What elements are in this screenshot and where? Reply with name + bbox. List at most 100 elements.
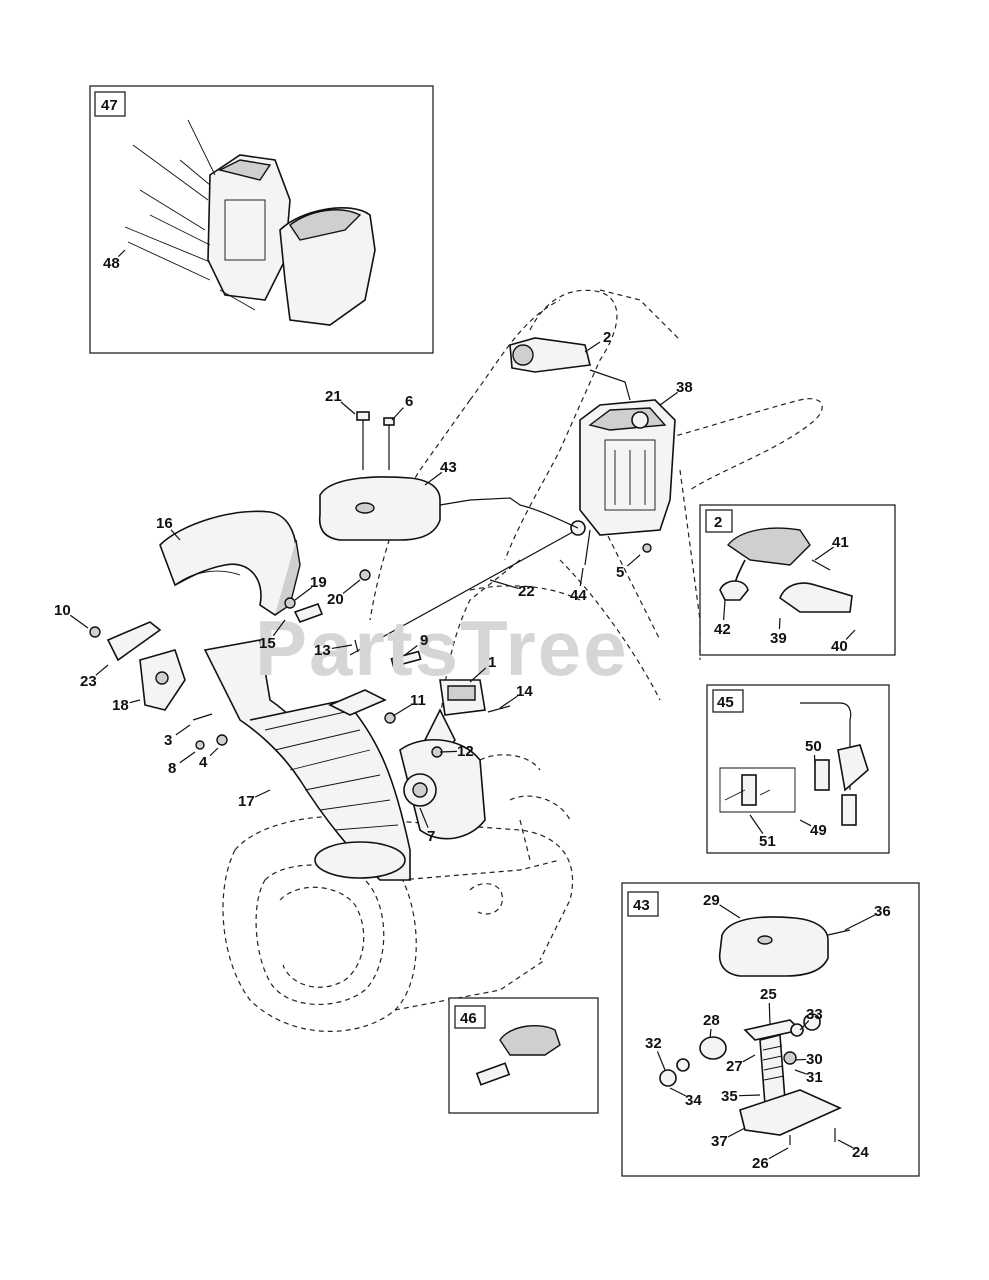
callout-15: 15 bbox=[259, 635, 276, 652]
leader-line-31 bbox=[794, 1069, 807, 1075]
leader-line-12 bbox=[439, 750, 458, 753]
leader-line-15 bbox=[272, 619, 286, 637]
leader-line-17 bbox=[254, 789, 271, 798]
leader-line-25 bbox=[768, 1002, 771, 1026]
gear-housing-7 bbox=[399, 739, 486, 840]
leader-line-49 bbox=[799, 819, 812, 827]
leader-line-3 bbox=[175, 724, 191, 736]
callout-49: 49 bbox=[810, 822, 827, 839]
callout-17: 17 bbox=[238, 793, 255, 810]
callout-12: 12 bbox=[457, 743, 474, 760]
leader-line-37 bbox=[727, 1127, 746, 1138]
leader-line-34 bbox=[669, 1087, 687, 1097]
callout-1: 1 bbox=[488, 654, 496, 671]
callout-51: 51 bbox=[759, 833, 776, 850]
leader-line-42 bbox=[723, 599, 726, 621]
callout-41: 41 bbox=[832, 534, 849, 551]
leader-line-18 bbox=[129, 699, 141, 704]
leader-line-22 bbox=[489, 579, 519, 590]
inset-45: 45 bbox=[706, 684, 890, 854]
leader-line-10 bbox=[69, 614, 89, 629]
leader-line-26 bbox=[768, 1147, 789, 1160]
callout-50: 50 bbox=[805, 738, 822, 755]
callout-18: 18 bbox=[112, 697, 129, 714]
callout-14: 14 bbox=[516, 683, 533, 700]
leader-line-1 bbox=[469, 667, 487, 683]
leader-line-9 bbox=[404, 645, 418, 656]
leader-line-48 bbox=[117, 249, 126, 258]
callout-40: 40 bbox=[831, 638, 848, 655]
leader-line-23 bbox=[95, 664, 109, 676]
leader-line-5 bbox=[626, 554, 641, 567]
callout-7: 7 bbox=[427, 828, 435, 845]
leader-line-32 bbox=[656, 1051, 666, 1071]
callout-2: 2 bbox=[603, 329, 611, 346]
callout-6: 6 bbox=[405, 393, 413, 410]
inset-45-label: 45 bbox=[717, 694, 734, 711]
leader-line-38 bbox=[659, 391, 679, 406]
callout-9: 9 bbox=[420, 632, 428, 649]
callout-30: 30 bbox=[806, 1051, 823, 1068]
leader-line-20 bbox=[342, 579, 361, 594]
leader-lines bbox=[69, 249, 876, 1160]
bolts-21-6 bbox=[356, 411, 395, 470]
leader-line-21 bbox=[340, 401, 356, 415]
chute-crank-rod-22 bbox=[349, 520, 586, 656]
callout-25: 25 bbox=[760, 986, 777, 1003]
leader-line-30 bbox=[794, 1058, 807, 1061]
chute-deflector-16 bbox=[159, 510, 301, 617]
callout-31: 31 bbox=[806, 1069, 823, 1086]
callout-42: 42 bbox=[714, 621, 731, 638]
inset-47-label: 47 bbox=[101, 97, 118, 114]
callout-28: 28 bbox=[703, 1012, 720, 1029]
leader-line-28 bbox=[709, 1028, 712, 1039]
callout-35: 35 bbox=[721, 1088, 738, 1105]
leader-line-33 bbox=[799, 1020, 810, 1031]
callout-11: 11 bbox=[410, 692, 426, 709]
leader-line-35 bbox=[738, 1094, 761, 1097]
leader-line-14 bbox=[499, 695, 518, 709]
leader-line-50 bbox=[813, 754, 816, 766]
leader-line-4 bbox=[209, 747, 219, 757]
chute-tilt-bracket-18 bbox=[139, 649, 186, 711]
control-panel-38 bbox=[579, 399, 676, 536]
leader-line-27 bbox=[742, 1054, 756, 1063]
callout-24: 24 bbox=[852, 1144, 869, 1161]
inset-43: 43 bbox=[621, 882, 920, 1177]
leader-line-6 bbox=[391, 407, 404, 421]
callout-8: 8 bbox=[168, 760, 176, 777]
handle-bracket-2 bbox=[509, 337, 631, 401]
callout-27: 27 bbox=[726, 1058, 743, 1075]
callout-44: 44 bbox=[570, 587, 587, 604]
callout-5: 5 bbox=[616, 564, 624, 581]
inset-46: 46 bbox=[448, 997, 599, 1114]
callout-4: 4 bbox=[199, 754, 208, 771]
callout-43: 43 bbox=[440, 459, 457, 476]
callout-34: 34 bbox=[685, 1092, 702, 1109]
callout-32: 32 bbox=[645, 1035, 662, 1052]
callout-3: 3 bbox=[164, 732, 172, 749]
inset-43-label: 43 bbox=[633, 897, 650, 914]
callout-21: 21 bbox=[325, 388, 342, 405]
leader-line-41 bbox=[814, 546, 834, 561]
callout-10: 10 bbox=[54, 602, 71, 619]
callout-16: 16 bbox=[156, 515, 173, 532]
leader-line-40 bbox=[845, 629, 856, 640]
small-hardware bbox=[192, 529, 652, 758]
leader-line-39 bbox=[778, 617, 781, 630]
leader-line-24 bbox=[837, 1139, 854, 1149]
callout-36: 36 bbox=[874, 903, 891, 920]
leader-line-43 bbox=[424, 471, 443, 486]
leader-line-11 bbox=[392, 704, 412, 717]
chute-17 bbox=[203, 639, 412, 881]
callout-19: 19 bbox=[310, 574, 327, 591]
inset-47: 47 bbox=[89, 85, 434, 354]
leader-line-7 bbox=[419, 807, 429, 828]
callout-33: 33 bbox=[806, 1006, 823, 1023]
chute-control-23 bbox=[89, 621, 162, 662]
leader-line-8 bbox=[179, 751, 196, 764]
callout-37: 37 bbox=[711, 1133, 728, 1150]
leader-line-2 bbox=[584, 341, 601, 353]
leader-line-19 bbox=[294, 586, 313, 601]
